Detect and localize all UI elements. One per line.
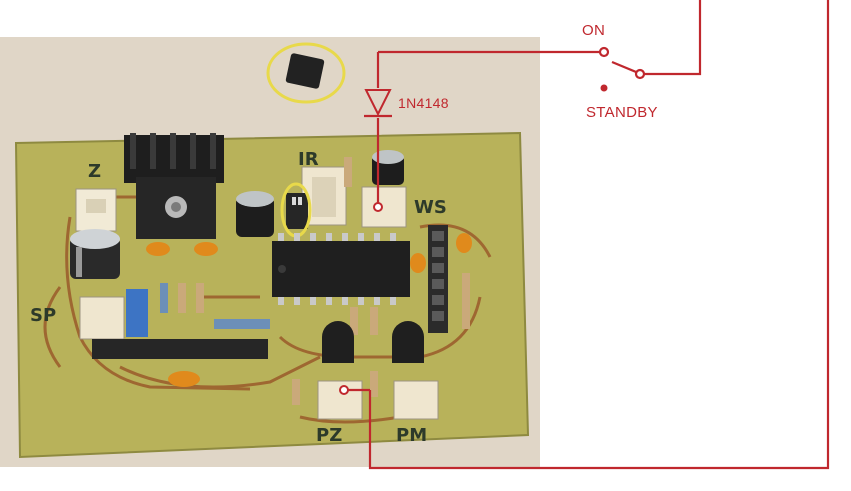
connector-z-socket [86, 199, 106, 213]
red-wires [344, 0, 830, 470]
diode-symbol [364, 89, 392, 118]
capacitor-middle [236, 191, 274, 237]
connection-dot-ws [373, 202, 383, 212]
wire-switch-out [640, 0, 702, 76]
pcb-photo: Z IR WS SP PZ PM [0, 37, 540, 467]
jumper-pin-2 [298, 197, 302, 205]
connector-pm [393, 380, 439, 420]
ic-chip [272, 233, 410, 305]
connection-dot-pz [339, 385, 349, 395]
jumper-cap-icon [285, 53, 325, 89]
switch-standby-label: STANDBY [586, 104, 658, 121]
silk-label-pz: PZ [316, 425, 342, 446]
connector-ir-socket [312, 177, 336, 217]
silk-label-z: Z [88, 161, 101, 182]
silk-label-sp: SP [30, 305, 56, 326]
silk-label-ws: WS [414, 197, 447, 218]
ceramic-cap-2 [194, 242, 218, 256]
connector-ws [361, 186, 407, 228]
silk-label-ir: IR [298, 149, 319, 170]
ceramic-cap-4 [410, 253, 426, 273]
transistor-1 [322, 321, 354, 363]
jumper-pin-1 [292, 197, 296, 205]
ceramic-cap-5 [168, 371, 200, 387]
jumper-header [286, 193, 308, 229]
capacitor-top [372, 150, 404, 185]
loose-jumper-highlight [266, 42, 346, 104]
header-strip [92, 339, 268, 359]
transistor-2 [392, 321, 424, 363]
diode-part-label: 1N4148 [398, 95, 449, 111]
loose-jumper [266, 42, 346, 104]
switch-on-label: ON [582, 22, 606, 39]
connector-sp [79, 296, 125, 340]
ceramic-cap-3 [456, 233, 472, 253]
ceramic-cap-1 [146, 242, 170, 256]
switch-symbol [598, 46, 646, 92]
resistors [160, 157, 470, 405]
wire-return [368, 0, 830, 470]
pin-header-right [428, 225, 448, 333]
box-capacitor [126, 289, 148, 337]
pcb-photo-svg: Z IR WS SP PZ PM [0, 37, 540, 467]
capacitor-left [70, 229, 120, 279]
voltage-regulator [124, 133, 224, 239]
silk-label-pm: PM [396, 425, 427, 446]
